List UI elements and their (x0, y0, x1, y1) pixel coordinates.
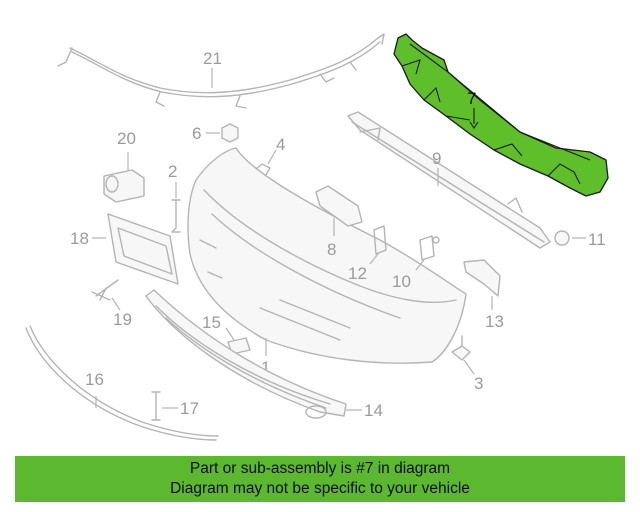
part-13-side-bracket: 13 (463, 259, 504, 331)
part-20-parking-sensor: 20 (103, 129, 145, 203)
part-16-molding: 16 (25, 325, 219, 441)
callout-13: 13 (485, 312, 504, 331)
callout-16: 16 (85, 370, 104, 389)
part-21-wiring-harness: 21 (57, 33, 385, 109)
callout-8: 8 (327, 240, 336, 259)
part-6-nut: 6 (192, 123, 239, 143)
part-7-highlighted-bracket: 7 (393, 33, 609, 197)
part-1-bumper-cover: 1 (187, 147, 467, 377)
callout-14: 14 (364, 401, 383, 420)
info-banner: Part or sub-assembly is #7 in diagram Di… (15, 456, 625, 502)
callout-12: 12 (348, 264, 367, 283)
part-14-grille: 14 (145, 289, 383, 420)
callout-10: 10 (392, 272, 411, 291)
callout-21: 21 (203, 49, 222, 68)
parts-diagram: 21 20 6 4 2 (25, 33, 609, 441)
callout-20: 20 (117, 129, 136, 148)
callout-6: 6 (192, 124, 201, 143)
part-9-reinforcement: 9 (347, 111, 551, 249)
part-11-nut: 11 (554, 230, 606, 249)
part-19-clip: 19 (91, 279, 132, 329)
part-8-bracket: 8 (315, 185, 363, 259)
callout-2: 2 (168, 162, 177, 181)
callout-11: 11 (588, 230, 606, 249)
callout-19: 19 (113, 310, 132, 329)
callout-1: 1 (261, 358, 270, 377)
callout-9: 9 (432, 149, 441, 168)
part-15-clip: 15 (202, 313, 251, 355)
part-18-license-bracket: 18 (70, 213, 179, 285)
callout-15: 15 (202, 313, 221, 332)
callout-3: 3 (474, 374, 483, 393)
banner-line-disclaimer: Diagram may not be specific to your vehi… (170, 480, 470, 497)
part-12-bracket: 12 (348, 225, 387, 283)
part-2-push-pin: 2 (168, 162, 181, 233)
callout-7: 7 (467, 89, 476, 108)
part-10-screw: 10 (392, 235, 440, 291)
part-3-bolt: 3 (451, 335, 483, 393)
banner-line-part: Part or sub-assembly is #7 in diagram (189, 460, 451, 477)
callout-4: 4 (276, 135, 285, 154)
callout-17: 17 (180, 399, 199, 418)
part-17-stud: 17 (151, 391, 199, 421)
callout-18: 18 (70, 229, 89, 248)
